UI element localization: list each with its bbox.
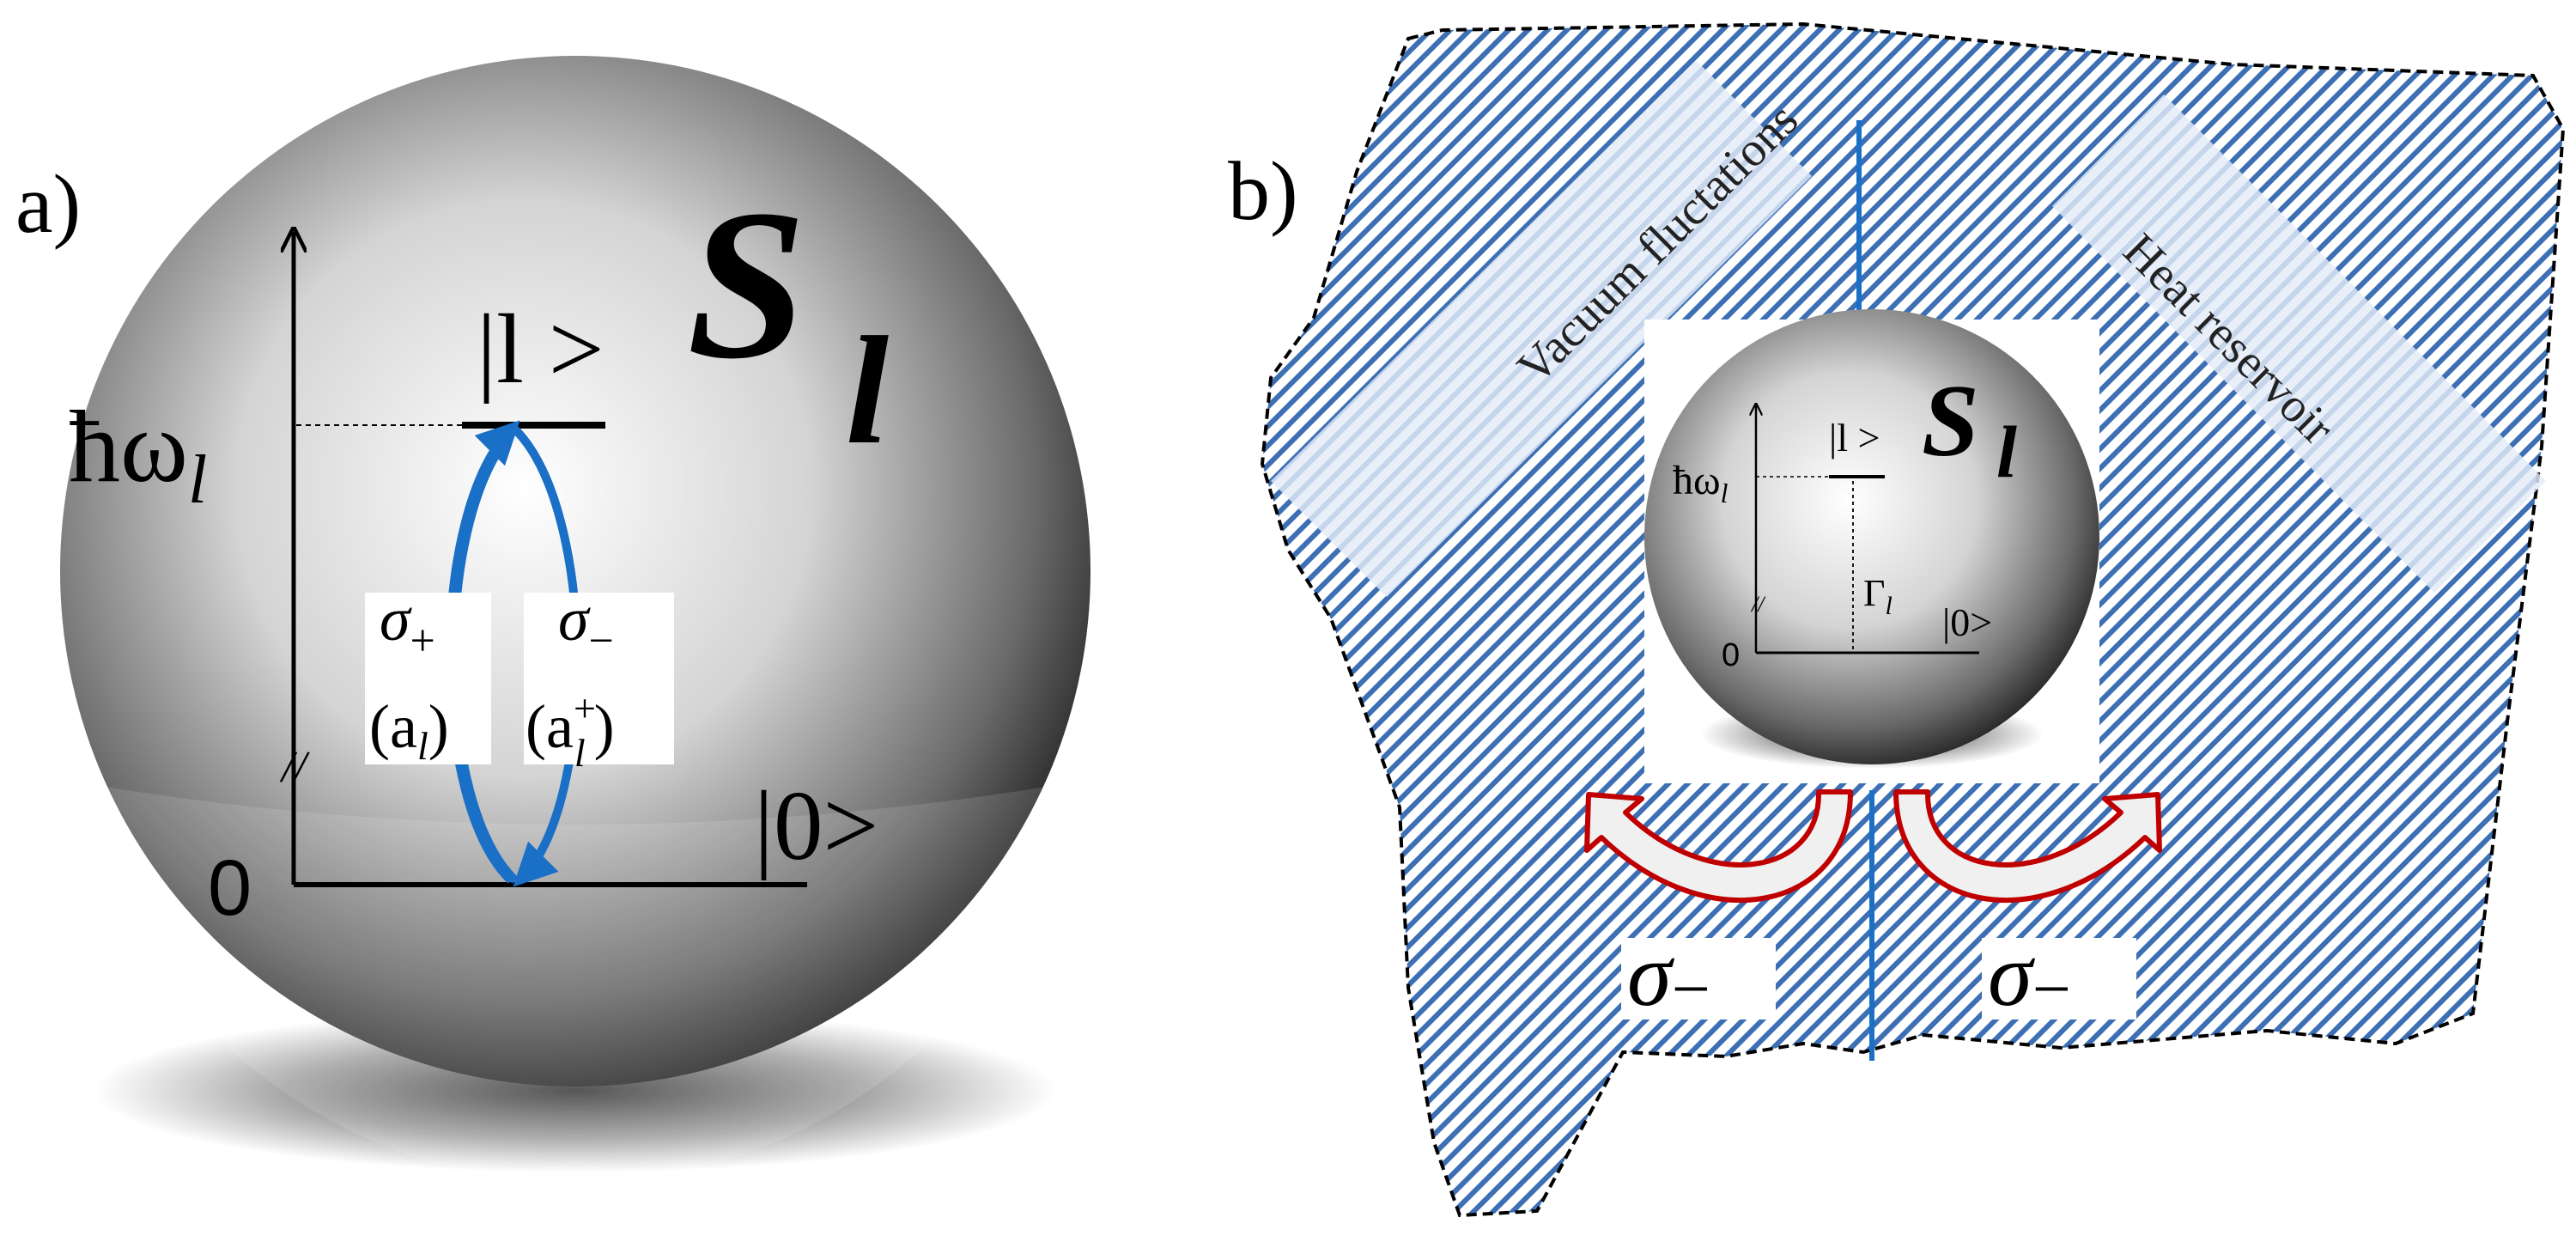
left-op-box (1621, 938, 1776, 1020)
sphere (60, 56, 1091, 1087)
lower-label-box (524, 593, 674, 764)
raise-mode: (al) (369, 692, 449, 768)
right-operator: σ− (1988, 924, 2071, 1027)
energy-label: ħωl (69, 389, 207, 518)
inset-energy-label: ħωl (1673, 458, 1728, 508)
heat-band (2052, 94, 2546, 593)
ground-state-label: |0> (754, 771, 878, 880)
inset-origin-label: 0 (1722, 637, 1740, 673)
inset-sphere-subscript: l (1996, 411, 2017, 493)
sphere-shadow (94, 1009, 1056, 1172)
panel-b: b) Vacuum fluctations Heat reservoir S l… (1228, 21, 2566, 1218)
panel-a-label: a) (15, 158, 81, 251)
vacuum-band (1271, 60, 1812, 597)
inset-excited-state: |l > (1829, 416, 1880, 460)
left-emission-arrow (1584, 789, 1853, 904)
excited-state-label: |l > (477, 295, 605, 404)
inset-sphere-symbol: S (1922, 363, 1979, 478)
inset-sphere (1644, 309, 2099, 764)
axis-break-mark: // (279, 743, 310, 792)
panel-a: a) S l |l > |0> ħωl 0 // σ+ (al) σ− (a+l… (15, 56, 1091, 1183)
left-operator: σ− (1627, 924, 1710, 1027)
origin-label: 0 (208, 844, 252, 932)
sphere-lower-highlight (73, 782, 1078, 1183)
panel-b-label: b) (1228, 145, 1298, 238)
right-emission-arrow (1893, 789, 2162, 904)
right-op-box (1982, 938, 2136, 1020)
sphere-symbol-subscript: l (846, 305, 889, 476)
sphere-symbol: S (687, 166, 806, 404)
raise-operator: σ+ (380, 585, 435, 666)
inset-decay-label: Γl (1863, 572, 1893, 620)
lower-mode: (a+l) (526, 686, 615, 775)
inset-axis-mark: // (1750, 592, 1766, 617)
lower-operator: σ− (558, 585, 614, 666)
inset-ground-state: |0> (1942, 600, 1992, 644)
raise-label-box (365, 593, 491, 764)
